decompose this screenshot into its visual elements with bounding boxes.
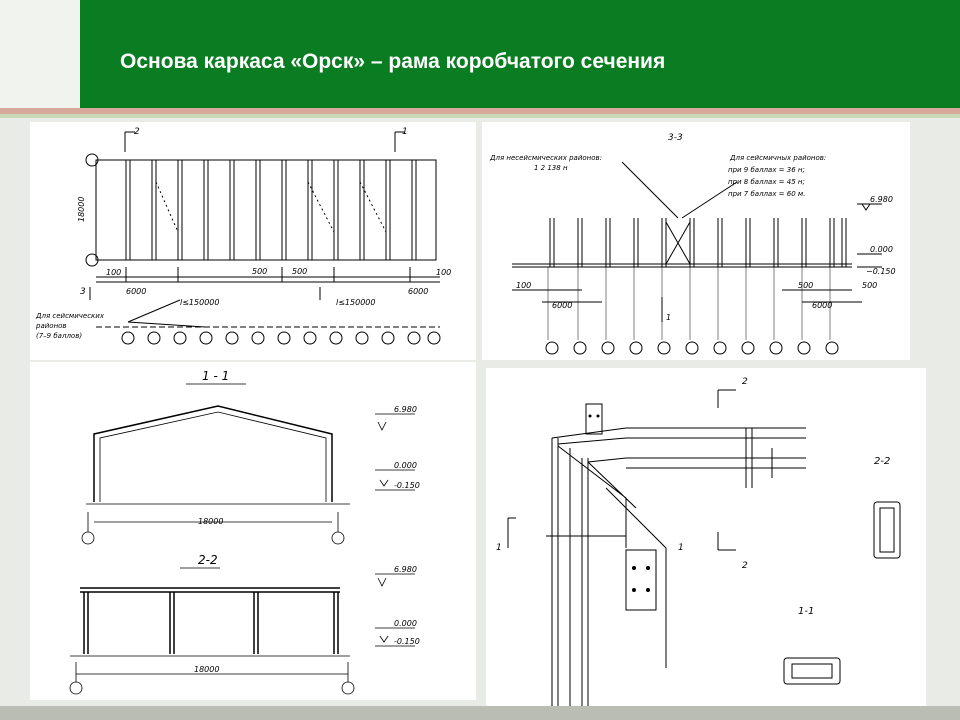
plan-dim-6000: 6000 [126,287,146,296]
detail-section-1-1: 1-1 [798,606,814,617]
frame-sections-svg: 1 - 1 18000 6.980 0.000 -0.150 2-2 18000… [69,369,420,695]
section-3-3-axis-circles [545,341,839,355]
section-1-1-elev-zero: 0.000 [394,461,417,470]
section-3-3-right-note-1: Для сейсмичных районов: [729,154,826,162]
detail-mark-2-bottom: 2 [742,561,748,571]
knee-joint-detail-drawing: 2 2 1 1 2-2 1-1 [486,368,926,706]
section-3-3-right-note-2: при 9 баллах = 36 н; [728,166,805,174]
plan-mark-3: 3 [80,287,86,297]
plan-mark-2: 2 [134,127,140,137]
section-3-3-right-note-3: при 8 баллах = 45 н; [728,178,805,186]
section-3-3-dim-6000: 6000 [552,301,572,310]
section-3-3-dim-100: 100 [516,281,531,290]
plan-note-1: Для сейсмических [35,312,105,320]
plan-dim-span: l≤150000 [180,298,219,307]
section-3-3-right-note-4: при 7 баллах = 60 м. [728,190,805,198]
detail-mark-1-right: 1 [678,543,684,553]
bottom-band [0,706,960,720]
detail-mark-2-top: 2 [742,377,748,387]
section-1-1-elev-top: 6.980 [394,405,417,414]
section-3-3-svg: 3-3 Для несейсмических районов: 1 2 138 … [489,133,896,355]
plan-dim-500: 500 [252,267,267,276]
plan-outline [95,159,437,261]
plan-dim-100-right: 100 [436,268,451,277]
section-3-3-dim-6000-right: 6000 [812,301,832,310]
detail-column [551,438,589,706]
plan-svg: 2 1 3 18000 100 100 6000 6000 l≤150000 l… [35,127,451,345]
plan-note-3: (7–9 баллов) [36,332,82,340]
section-3-3-elev-minus: −0.150 [866,267,896,276]
detail-bolts [588,414,650,592]
slide-title: Основа каркаса «Орск» – рама коробчатого… [120,50,666,73]
plan-dim-500-2: 500 [292,267,307,276]
section-3-3-left-note-2: 1 2 138 н [534,164,568,172]
plan-note-2: районов [35,322,67,330]
section-2-2-title: 2-2 [198,553,218,567]
plan-dim-span-2: l≤150000 [336,298,375,307]
header-accent-line-2 [0,114,960,118]
section-3-3-dim-500-right: 500 [862,281,877,290]
knee-joint-detail-svg: 2 2 1 1 2-2 1-1 [496,377,901,706]
section-3-3-elev-top: 6.980 [870,195,893,204]
detail-mark-1-left: 1 [496,543,502,553]
section-1-1-frame [93,405,333,502]
plan-dim-100: 100 [106,268,121,277]
detail-section-2-2: 2-2 [874,456,890,467]
plan-dim-18000: 18000 [77,197,86,222]
slide-header: Основа каркаса «Орск» – рама коробчатого… [80,0,960,108]
section-3-3-mark-1: 1 [666,313,671,322]
left-stripe [0,0,80,108]
section-3-3-drawing: 3-3 Для несейсмических районов: 1 2 138 … [482,122,910,360]
plan-axis-circles [121,331,441,345]
section-1-1-title: 1 - 1 [202,369,229,383]
section-1-1-span: 18000 [198,517,223,526]
header-accent-line [0,108,960,114]
section-3-3-title: 3-3 [668,133,683,143]
section-3-3-leaders [547,267,831,340]
plan-frames [125,160,417,260]
section-2-2-elev-minus: -0.150 [394,637,420,646]
section-2-2-span: 18000 [194,665,219,674]
section-2-2-elev-zero: 0.000 [394,619,417,628]
section-3-3-elev-zero: 0.000 [870,245,893,254]
section-2-2-elev-top: 6.980 [394,565,417,574]
section-3-3-left-note-1: Для несейсмических районов: [489,154,602,162]
section-1-1-elev-minus: -0.150 [394,481,420,490]
plan-drawing: 2 1 3 18000 100 100 6000 6000 l≤150000 l… [30,122,476,360]
section-2-2-beam [80,587,340,593]
plan-mark-1: 1 [402,127,408,137]
frame-sections-drawing: 1 - 1 18000 6.980 0.000 -0.150 2-2 18000… [30,362,476,700]
section-3-3-dim-500: 500 [798,281,813,290]
plan-dim-6000-right: 6000 [408,287,428,296]
detail-rafter [551,427,806,469]
